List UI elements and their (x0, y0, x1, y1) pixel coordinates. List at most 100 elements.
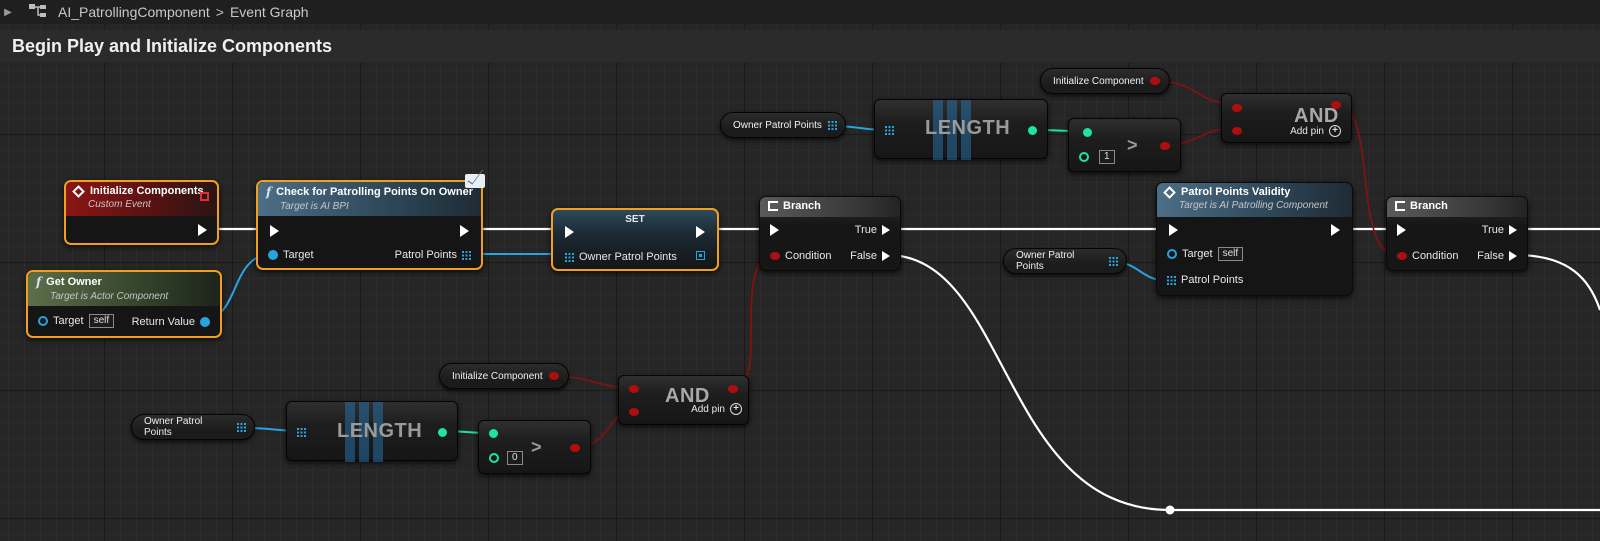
result-pin[interactable] (1331, 101, 1341, 109)
b-pin[interactable] (629, 408, 639, 416)
bool-out-pin[interactable] (548, 372, 559, 380)
array-out-pin[interactable] (1109, 256, 1118, 266)
graph-breadcrumb-bar: ▶ AI_PatrollingComponent > Event Graph (0, 0, 1600, 24)
b-pin[interactable] (1079, 152, 1089, 162)
check-patrolling-points-node[interactable]: f Check for Patrolling Points On Owner Ta… (256, 174, 485, 270)
b-pin[interactable] (489, 453, 499, 463)
event-diamond-icon (1163, 185, 1176, 199)
add-pin-button[interactable]: Add pin + (1290, 125, 1341, 137)
result-pin[interactable] (570, 444, 580, 452)
op-label: LENGTH (337, 420, 423, 442)
patrol-points-array-pin[interactable] (462, 250, 471, 260)
function-icon: f (266, 185, 272, 199)
node-title: Check for Patrolling Points On Owner (276, 186, 473, 198)
bool-out-pin[interactable] (1149, 77, 1160, 85)
exec-in-pin[interactable] (565, 226, 574, 238)
false-exec-pin[interactable] (1509, 251, 1517, 261)
branch-node[interactable]: Branch True Condition False (759, 196, 901, 271)
add-pin-button[interactable]: Add pin + (691, 403, 742, 415)
pin-label: Target (53, 315, 84, 327)
patrol-points-array-pin[interactable] (1167, 275, 1176, 285)
exec-in-pin[interactable] (1169, 224, 1178, 236)
initialize-component-getter[interactable]: Initialize Component (439, 363, 569, 389)
target-pin[interactable] (268, 250, 278, 260)
exec-out-pin[interactable] (198, 224, 207, 236)
false-exec-pin[interactable] (882, 251, 890, 261)
target-pin[interactable] (38, 316, 48, 326)
array-in-pin[interactable] (297, 428, 306, 437)
breadcrumb-graph[interactable]: Event Graph (229, 4, 309, 20)
initialize-component-getter[interactable]: Initialize Component (1040, 68, 1170, 94)
b-value-input[interactable]: 1 (1099, 150, 1115, 164)
branch-icon (1395, 201, 1405, 211)
exec-out-pin[interactable] (460, 225, 469, 237)
op-label: AND (665, 385, 710, 407)
a-pin[interactable] (1232, 104, 1242, 112)
length-out-pin[interactable] (438, 428, 447, 437)
pin-label: Target (1182, 248, 1213, 260)
node-header: Patrol Points Validity Target is AI Patr… (1157, 183, 1352, 217)
b-value-input[interactable]: 0 (507, 451, 523, 465)
result-pin[interactable] (728, 385, 738, 393)
a-pin[interactable] (489, 429, 498, 438)
breadcrumb-component[interactable]: AI_PatrollingComponent (58, 4, 210, 20)
owner-patrol-points-getter[interactable]: Owner Patrol Points (131, 414, 255, 440)
comment-box-title[interactable]: Begin Play and Initialize Components (0, 30, 1600, 62)
owner-patrol-points-in-pin[interactable] (565, 252, 574, 262)
set-variable-node[interactable]: SET Owner Patrol Points (551, 208, 719, 271)
true-exec-pin[interactable] (1509, 225, 1517, 235)
node-title: Initialize Components (90, 185, 204, 197)
node-subtitle: Custom Event (88, 199, 151, 210)
node-header: Branch (1387, 197, 1527, 217)
return-value-pin[interactable] (200, 317, 210, 327)
condition-pin[interactable] (770, 252, 780, 260)
output-array-pin[interactable] (696, 251, 705, 260)
greater-than-node[interactable]: 1 > (1068, 118, 1181, 172)
custom-event-node[interactable]: Initialize Components Custom Event (64, 180, 219, 245)
array-out-pin[interactable] (827, 120, 837, 130)
pin-label: Owner Patrol Points (579, 251, 677, 263)
b-pin[interactable] (1232, 127, 1242, 135)
collapse-arrow-icon[interactable]: ▶ (4, 6, 12, 18)
array-length-node[interactable]: LENGTH (874, 99, 1048, 160)
length-decoration (933, 100, 971, 160)
pin-label: Patrol Points (394, 249, 457, 261)
exec-in-pin[interactable] (770, 224, 779, 236)
true-exec-pin[interactable] (882, 225, 890, 235)
delegate-pin-icon[interactable] (200, 192, 209, 201)
length-decoration (345, 402, 383, 462)
op-label: LENGTH (925, 117, 1011, 139)
var-label: Owner Patrol Points (733, 119, 822, 131)
and-boolean-node[interactable]: AND Add pin + (618, 375, 749, 425)
owner-patrol-points-getter[interactable]: Owner Patrol Points (720, 112, 846, 138)
condition-pin[interactable] (1397, 252, 1407, 260)
node-header: Branch (760, 197, 900, 217)
node-title: Patrol Points Validity (1181, 186, 1291, 198)
node-title: Get Owner (46, 276, 102, 288)
and-boolean-node[interactable]: AND Add pin + (1221, 93, 1352, 143)
greater-than-node[interactable]: 0 > (478, 420, 591, 474)
target-default-input[interactable]: self (88, 314, 115, 328)
pin-label: Condition (1412, 250, 1459, 262)
owner-patrol-points-getter[interactable]: Owner Patrol Points (1003, 248, 1127, 274)
pin-label: Target (283, 249, 314, 261)
array-length-node[interactable]: LENGTH (286, 401, 458, 462)
array-in-pin[interactable] (885, 126, 894, 135)
target-default-input[interactable]: self (1217, 247, 1244, 261)
target-pin[interactable] (1167, 249, 1177, 259)
exec-in-pin[interactable] (270, 225, 279, 237)
array-out-pin[interactable] (237, 422, 246, 432)
patrol-points-validity-node[interactable]: Patrol Points Validity Target is AI Patr… (1156, 182, 1353, 296)
result-pin[interactable] (1160, 142, 1170, 150)
length-out-pin[interactable] (1028, 126, 1037, 135)
pin-label: Condition (785, 250, 832, 262)
a-pin[interactable] (1083, 128, 1092, 137)
exec-out-pin[interactable] (1331, 224, 1340, 236)
exec-out-pin[interactable] (696, 226, 705, 238)
a-pin[interactable] (629, 385, 639, 393)
branch-node-2[interactable]: Branch True Condition False (1386, 196, 1528, 271)
exec-in-pin[interactable] (1397, 224, 1406, 236)
function-icon: f (36, 275, 42, 289)
